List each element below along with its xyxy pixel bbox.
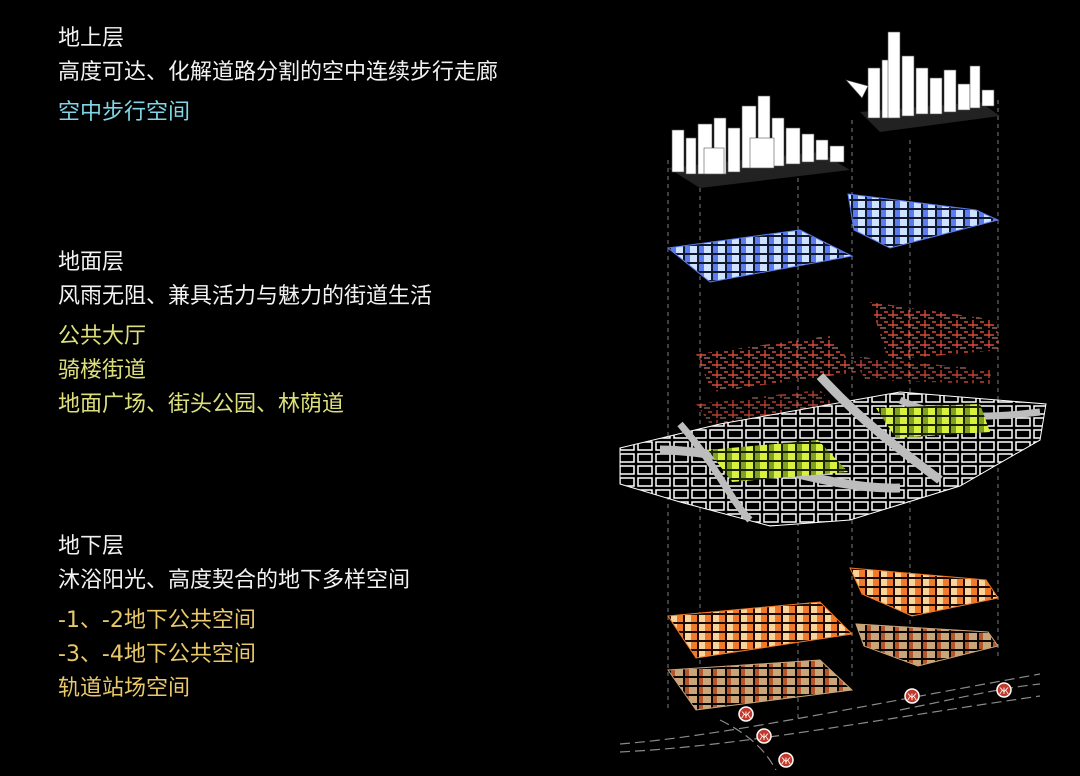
- metro-station-icon: Ж: [904, 688, 920, 704]
- svg-text:Ж: Ж: [781, 757, 791, 767]
- exploded-axonometric-diagram: Ж Ж Ж Ж Ж: [619, 31, 1047, 770]
- basement-1-2-label: -1、-2地下公共空间: [58, 608, 256, 633]
- metro-station-icon: Ж: [778, 752, 794, 768]
- ground-level-subtitle: 风雨无阻、兼具活力与魅力的街道生活: [58, 284, 433, 309]
- svg-text:Ж: Ж: [741, 711, 751, 721]
- section-underground: 地下层 沐浴阳光、高度契合的地下多样空间 -1、-2地下公共空间 -3、-4地下…: [58, 530, 410, 706]
- basement-b3-b4-right: [855, 623, 999, 667]
- svg-text:Ж: Ж: [999, 687, 1009, 697]
- metro-station-icon: Ж: [996, 682, 1012, 698]
- plaza-park-boulevard-label: 地面广场、街头公园、林荫道: [58, 392, 345, 417]
- basement-b1-b2-left: [667, 601, 854, 659]
- skyline-right-block: [845, 31, 1000, 132]
- underground-subtitle: 沐浴阳光、高度契合的地下多样空间: [58, 568, 411, 593]
- above-ground-title: 地上层: [58, 26, 125, 51]
- basement-3-4-label: -3、-4地下公共空间: [58, 642, 256, 667]
- arcade-corridor-layer-left: [696, 336, 858, 392]
- ground-level-title: 地面层: [58, 250, 125, 275]
- arcade-corridor-layer-mid: [850, 356, 992, 384]
- metro-station-icon: Ж: [738, 706, 754, 722]
- basement-b3-b4-left: [667, 659, 854, 711]
- metro-station-icon: Ж: [756, 728, 772, 744]
- section-above-ground: 地上层 高度可达、化解道路分割的空中连续步行走廊 空中步行空间: [58, 22, 498, 130]
- ground-plane: [619, 372, 1047, 527]
- sky-deck-left: [666, 229, 854, 283]
- arcade-corridor-layer-right: [870, 302, 1000, 360]
- rail-station-label: 轨道站场空间: [58, 676, 191, 701]
- rail-lines: [619, 673, 1041, 770]
- basement-b1-b2-right: [849, 567, 999, 617]
- skyline-left-block: [668, 95, 850, 188]
- svg-text:Ж: Ж: [759, 733, 769, 743]
- sky-walk-space-label: 空中步行空间: [58, 100, 191, 125]
- svg-text:Ж: Ж: [907, 693, 917, 703]
- arcade-street-label: 骑楼街道: [58, 358, 147, 383]
- sky-deck-right: [847, 193, 1000, 249]
- underground-title: 地下层: [58, 534, 125, 559]
- section-ground-level: 地面层 风雨无阻、兼具活力与魅力的街道生活 公共大厅 骑楼街道 地面广场、街头公…: [58, 246, 432, 422]
- arcade-corridor-layer-low: [696, 390, 840, 424]
- public-hall-label: 公共大厅: [58, 324, 147, 349]
- above-ground-subtitle: 高度可达、化解道路分割的空中连续步行走廊: [58, 60, 499, 85]
